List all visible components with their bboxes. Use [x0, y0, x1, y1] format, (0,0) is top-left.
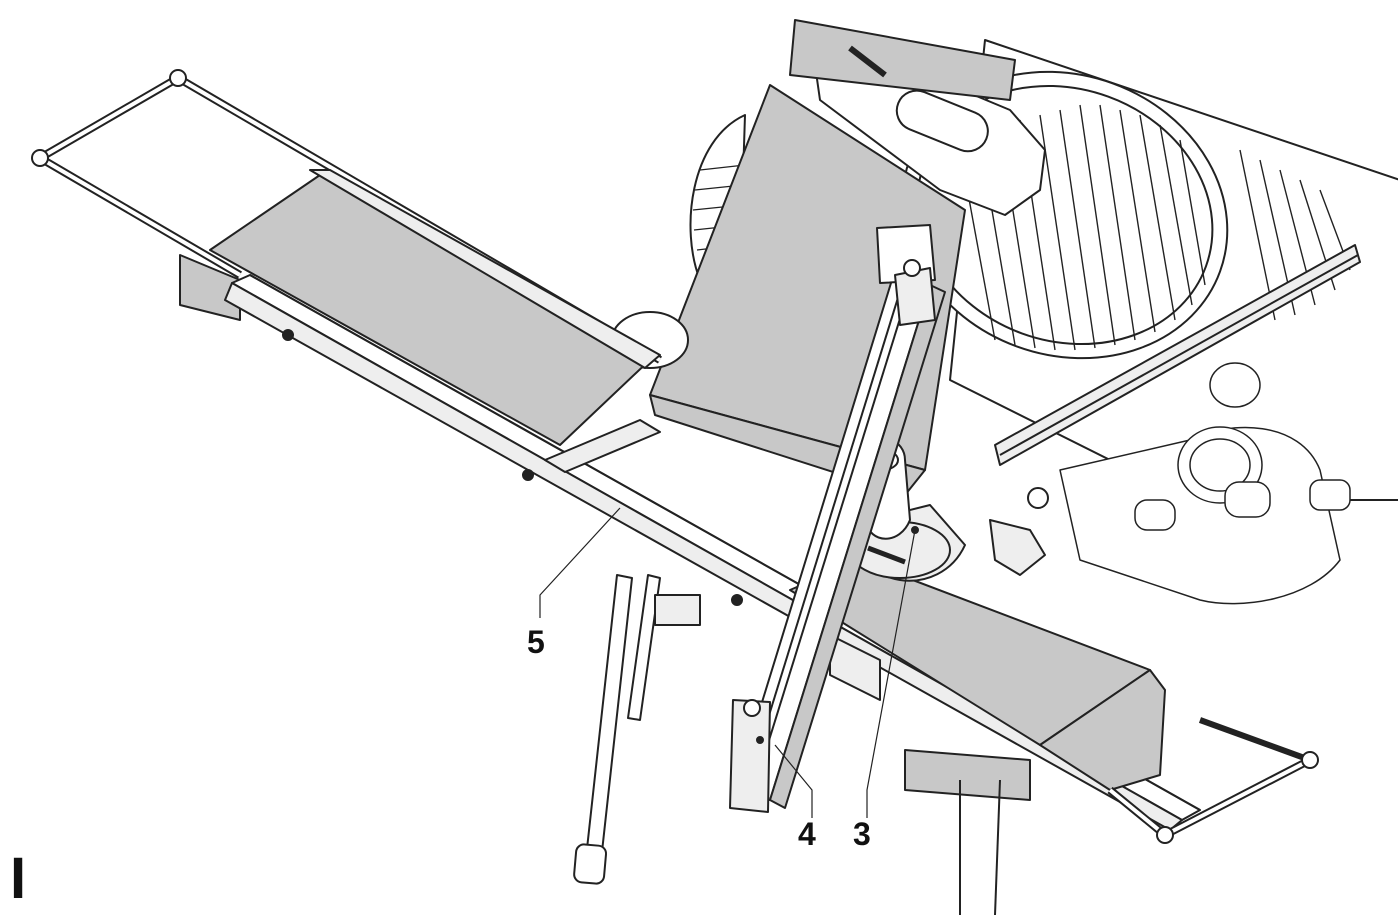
- callout-4: 4: [798, 816, 816, 852]
- saw-table: [689, 19, 1398, 501]
- callout-5: 5: [527, 624, 545, 660]
- figure-letter: I: [10, 846, 27, 911]
- callout-leaders: [539, 507, 916, 818]
- leader-4: [774, 744, 813, 818]
- motor-housing: [1059, 362, 1351, 605]
- leader-5: [539, 507, 621, 618]
- callout-3: 3: [853, 816, 871, 852]
- miter-fence: [729, 224, 946, 813]
- stand-legs: [573, 574, 1001, 915]
- leader-3: [866, 529, 916, 818]
- extension-frame: [31, 69, 663, 446]
